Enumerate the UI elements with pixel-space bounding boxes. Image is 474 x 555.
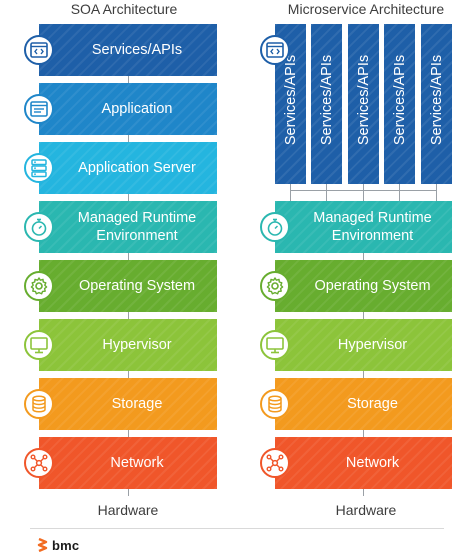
- micro-hardware-label: Hardware: [335, 502, 397, 518]
- soa-layer-label: Hypervisor: [102, 337, 172, 353]
- micro-layer-label: Operating System: [314, 278, 431, 294]
- soa-layer-application: Application: [39, 83, 217, 135]
- micro-layer-storage: Storage: [275, 378, 452, 430]
- soa-layer-label: Operating System: [78, 278, 196, 294]
- micro-service-column: Services/APIs: [421, 24, 452, 184]
- soa-title: SOA Architecture: [70, 1, 178, 17]
- micro-service-connector: [326, 184, 327, 201]
- micro-stopwatch-icon: [260, 212, 290, 242]
- micro-service-connector: [399, 184, 400, 201]
- micro-service-column: Services/APIs: [311, 24, 342, 184]
- footer-divider: [30, 528, 444, 529]
- micro-layer-operating-system: Operating System: [275, 260, 452, 312]
- soa-layer-managed-runtime-environment: Managed Runtime Environment: [39, 201, 217, 253]
- micro-layer-network: Network: [275, 437, 452, 489]
- microservice-title: Microservice Architecture: [287, 1, 445, 17]
- micro-service-label: Services/APIs: [391, 54, 408, 146]
- soa-layer-label: Application Server: [78, 160, 196, 176]
- soa-layer-hypervisor: Hypervisor: [39, 319, 217, 371]
- soa-layer-label: Services/APIs: [91, 42, 183, 58]
- micro-code-window-icon: [260, 35, 290, 65]
- micro-monitor-icon: [260, 330, 290, 360]
- soa-server-stack-icon: [24, 153, 54, 183]
- soa-layer-label: Network: [110, 455, 164, 471]
- micro-network-icon: [260, 448, 290, 478]
- micro-layer-label: Managed Runtime Environment: [313, 210, 432, 244]
- micro-service-connector: [436, 184, 437, 201]
- micro-layer-managed-runtime-environment: Managed Runtime Environment: [275, 201, 452, 253]
- bmc-logo-mark-icon: [37, 538, 48, 552]
- soa-database-icon: [24, 389, 54, 419]
- soa-layer-application-server: Application Server: [39, 142, 217, 194]
- soa-code-window-icon: [24, 35, 54, 65]
- micro-service-connector: [363, 184, 364, 201]
- micro-service-column: Services/APIs: [384, 24, 415, 184]
- micro-service-label: Services/APIs: [428, 54, 445, 146]
- micro-layer-label: Storage: [347, 396, 398, 412]
- bmc-logo-text: bmc: [52, 537, 80, 553]
- soa-gear-icon: [24, 271, 54, 301]
- micro-service-label: Services/APIs: [282, 54, 299, 146]
- micro-service-connector: [290, 184, 291, 201]
- soa-layer-network: Network: [39, 437, 217, 489]
- micro-database-icon: [260, 389, 290, 419]
- soa-hardware-label: Hardware: [97, 502, 159, 518]
- micro-service-label: Services/APIs: [318, 54, 335, 146]
- micro-service-column: Services/APIs: [348, 24, 379, 184]
- micro-service-label: Services/APIs: [355, 54, 372, 146]
- soa-app-window-icon: [24, 94, 54, 124]
- soa-layer-label: Managed Runtime Environment: [77, 210, 197, 244]
- soa-layer-services-apis: Services/APIs: [39, 24, 217, 76]
- soa-monitor-icon: [24, 330, 54, 360]
- soa-stopwatch-icon: [24, 212, 54, 242]
- soa-layer-storage: Storage: [39, 378, 217, 430]
- soa-layer-label: Storage: [111, 396, 163, 412]
- micro-gear-icon: [260, 271, 290, 301]
- soa-layer-label: Application: [101, 101, 173, 117]
- micro-layer-label: Hypervisor: [337, 337, 408, 353]
- bmc-logo: bmc: [35, 537, 79, 553]
- soa-layer-operating-system: Operating System: [39, 260, 217, 312]
- micro-layer-label: Network: [345, 455, 400, 471]
- soa-network-icon: [24, 448, 54, 478]
- micro-layer-hypervisor: Hypervisor: [275, 319, 452, 371]
